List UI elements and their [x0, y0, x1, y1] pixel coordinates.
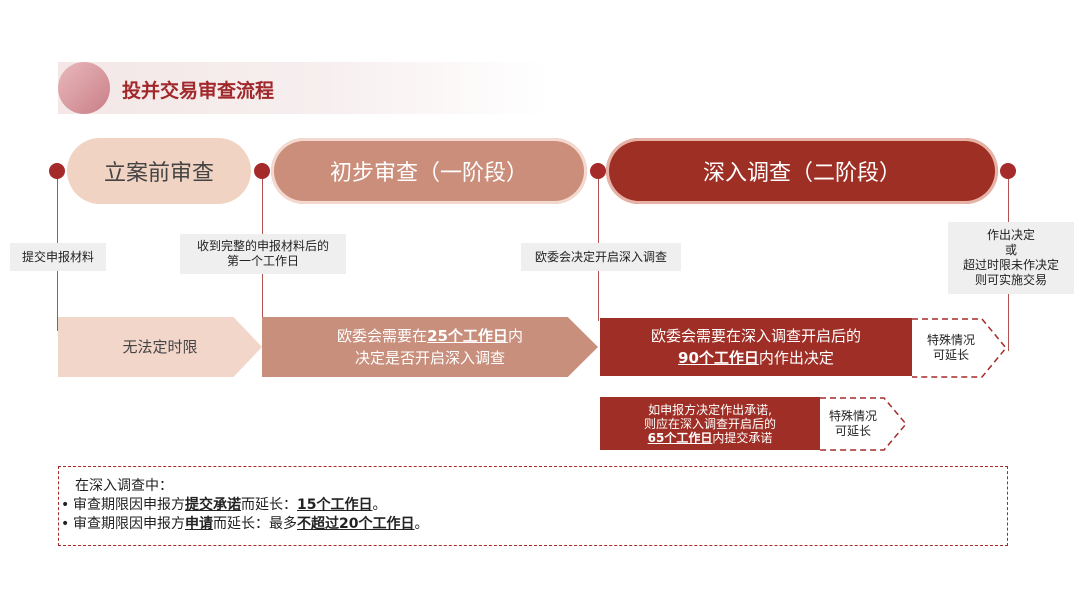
text-part: 审查期限因申报方 [73, 516, 185, 532]
bold-days: 25个工作日 [427, 327, 508, 345]
text-part: 而延长：最多 [213, 516, 297, 532]
milestone-dot-3 [590, 163, 606, 179]
note-item-commitment: 审查期限因申报方提交承诺而延长：15个工作日。 [61, 496, 993, 515]
duration-line: 欧委会需要在深入调查开启后的 [650, 327, 861, 345]
stage-pre-filing: 立案前审查 [67, 138, 251, 204]
text-part: 欧委会需要在 [337, 327, 428, 345]
duration-box-commitment: 如申报方决定作出承诺, 则应在深入调查开启后的 65个工作日内提交承诺 [600, 397, 820, 450]
duration-line: 则应在深入调查开启后的 [643, 416, 776, 431]
title-banner [58, 62, 548, 114]
extension-text-1: 特殊情况 可延长 [912, 318, 990, 378]
duration-line: 90个工作日内作出决定 [678, 347, 834, 369]
duration-line: 欧委会需要在25个工作日内 [337, 325, 523, 347]
milestone-dot-4 [1000, 163, 1016, 179]
duration-text: 无法定时限 [122, 338, 198, 356]
milestone-label-decision: 作出决定 或 超过时限未作决定 则可实施交易 [948, 222, 1074, 294]
milestone-label-open-investigation: 欧委会决定开启深入调查 [521, 243, 681, 271]
title-circle-icon [58, 62, 110, 114]
extension-chevron-2 [820, 397, 907, 451]
text-part: 内提交承诺 [712, 430, 773, 445]
extension-text-2: 特殊情况 可延长 [820, 397, 886, 451]
text-part: 而延长： [241, 497, 297, 513]
ext-line: 特殊情况 [926, 333, 975, 347]
extension-note-box: 在深入调查中： 审查期限因申报方提交承诺而延长：15个工作日。 审查期限因申报方… [58, 466, 1008, 546]
label-line: 提交申报材料 [21, 249, 94, 264]
stage-phase-two: 深入调查（二阶段） [606, 138, 998, 204]
milestone-dot-2 [254, 163, 270, 179]
bold-text: 申请 [185, 516, 213, 532]
page-title: 投并交易审查流程 [122, 80, 275, 102]
milestone-label-first-day: 收到完整的申报材料后的 第一个工作日 [180, 234, 346, 274]
duration-arrow-phase-one: 欧委会需要在25个工作日内 决定是否开启深入调查 [262, 317, 598, 377]
duration-line: 决定是否开启深入调查 [354, 349, 505, 367]
text-part: 内 [507, 327, 523, 345]
text-part: 。 [414, 516, 429, 532]
duration-line: 65个工作日内提交承诺 [648, 431, 773, 445]
ext-line: 可延长 [932, 348, 969, 362]
label-line: 或 [1004, 243, 1017, 257]
stage-label: 深入调查（二阶段） [702, 161, 901, 186]
milestone-label-submit: 提交申报材料 [10, 243, 106, 271]
bold-days: 65个工作日 [647, 430, 713, 445]
label-line: 第一个工作日 [226, 254, 299, 268]
ext-line: 特殊情况 [828, 409, 877, 423]
note-intro: 在深入调查中： [75, 478, 173, 494]
label-line: 则可实施交易 [974, 273, 1047, 287]
stage-label: 立案前审查 [103, 161, 214, 186]
bold-days: 90个工作日 [678, 349, 759, 367]
stage-label: 初步审查（一阶段） [329, 161, 528, 186]
text-part: 。 [372, 497, 387, 513]
bold-text: 提交承诺 [185, 497, 241, 513]
label-line: 收到完整的申报材料后的 [196, 239, 329, 253]
note-item-request: 审查期限因申报方申请而延长：最多不超过20个工作日。 [61, 515, 993, 534]
bold-text: 15个工作日 [297, 497, 373, 513]
duration-box-phase-two: 欧委会需要在深入调查开启后的 90个工作日内作出决定 [600, 318, 912, 376]
label-line: 超过时限未作决定 [962, 258, 1059, 272]
duration-line: 如申报方决定作出承诺, [648, 402, 772, 417]
duration-arrow-pre: 无法定时限 [58, 317, 262, 377]
label-line: 欧委会决定开启深入调查 [534, 249, 667, 264]
stage-phase-one: 初步审查（一阶段） [271, 138, 587, 204]
label-line: 作出决定 [986, 228, 1035, 242]
milestone-dot-1 [49, 163, 65, 179]
ext-line: 可延长 [834, 424, 871, 438]
text-part: 内作出决定 [758, 349, 834, 367]
text-part: 审查期限因申报方 [73, 497, 185, 513]
bold-text: 不超过20个工作日 [297, 516, 415, 532]
